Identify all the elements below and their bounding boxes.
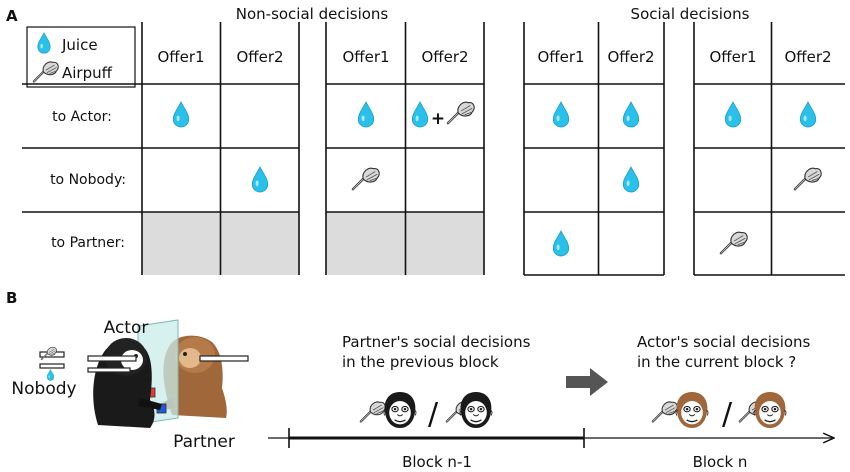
airpuff-icon <box>793 167 823 191</box>
curr-block-text-line2: in the current block ? <box>637 353 796 371</box>
juice-icon <box>251 166 269 193</box>
block-curr-label: Block n <box>693 453 748 471</box>
header-offer1: Offer1 <box>157 48 204 66</box>
grid-nonsocial-2: Offer1 Offer2 + <box>325 22 485 275</box>
plus-sign: + <box>431 109 445 129</box>
shaded-cell <box>142 212 220 275</box>
actor-face-icon <box>459 391 493 429</box>
airpuff-icon <box>719 231 749 255</box>
header-offer2: Offer2 <box>236 48 283 66</box>
prev-block-text-line1: Partner's social decisions <box>342 333 531 351</box>
timeline <box>268 428 834 448</box>
grid-social-1: Offer1 Offer2 <box>523 22 665 276</box>
airpuff-icon <box>359 400 387 423</box>
header-offer1: Offer1 <box>709 48 756 66</box>
header-offer1: Offer1 <box>342 48 389 66</box>
header-offer2: Offer2 <box>421 48 468 66</box>
airpuff-icon <box>446 101 476 125</box>
juice-icon <box>552 101 570 128</box>
actor-label: Actor <box>104 318 149 338</box>
airpuff-icon <box>651 400 679 423</box>
row-label-nobody: to Nobody: <box>50 172 126 188</box>
juice-icon <box>411 101 429 128</box>
shaded-cell <box>406 212 484 275</box>
juice-icon <box>357 101 375 128</box>
legend-airpuff-label: Airpuff <box>62 64 113 82</box>
grid-nonsocial-1: Offer1 Offer2 <box>22 22 300 275</box>
legend-juice-label: Juice <box>61 36 98 54</box>
partner-face-icon <box>753 391 787 429</box>
header-offer2: Offer2 <box>784 48 831 66</box>
partner-face-icon <box>675 391 709 429</box>
panel-a-label: A <box>6 7 18 25</box>
shaded-cell <box>326 212 405 275</box>
legend: Juice Airpuff <box>26 26 136 88</box>
separator-slash: / <box>428 397 439 432</box>
grid-social-2: Offer1 Offer2 <box>693 22 845 276</box>
prev-block-text-line2: in the previous block <box>342 353 499 371</box>
juice-icon <box>622 166 640 193</box>
airpuff-icon <box>351 167 381 191</box>
row-label-actor: to Actor: <box>52 109 112 125</box>
shaded-cell <box>221 212 299 275</box>
partner-label: Partner <box>173 432 235 452</box>
juice-icon <box>799 101 817 128</box>
panel-b-label: B <box>6 289 17 307</box>
nobody-label: Nobody <box>11 379 76 399</box>
row-label-partner: to Partner: <box>51 235 125 251</box>
setup-illustration <box>39 319 249 428</box>
header-offer1: Offer1 <box>537 48 584 66</box>
separator-slash: / <box>722 397 733 432</box>
juice-icon <box>724 101 742 128</box>
transition-arrow <box>566 368 608 396</box>
block-prev-label: Block n-1 <box>402 453 472 471</box>
juice-icon <box>552 230 570 257</box>
social-title: Social decisions <box>631 5 750 23</box>
juice-icon <box>622 101 640 128</box>
header-offer2: Offer2 <box>607 48 654 66</box>
curr-block-text-line1: Actor's social decisions <box>637 333 811 351</box>
nonsocial-title: Non-social decisions <box>236 5 389 23</box>
juice-icon <box>172 101 190 128</box>
actor-face-icon <box>383 391 417 429</box>
